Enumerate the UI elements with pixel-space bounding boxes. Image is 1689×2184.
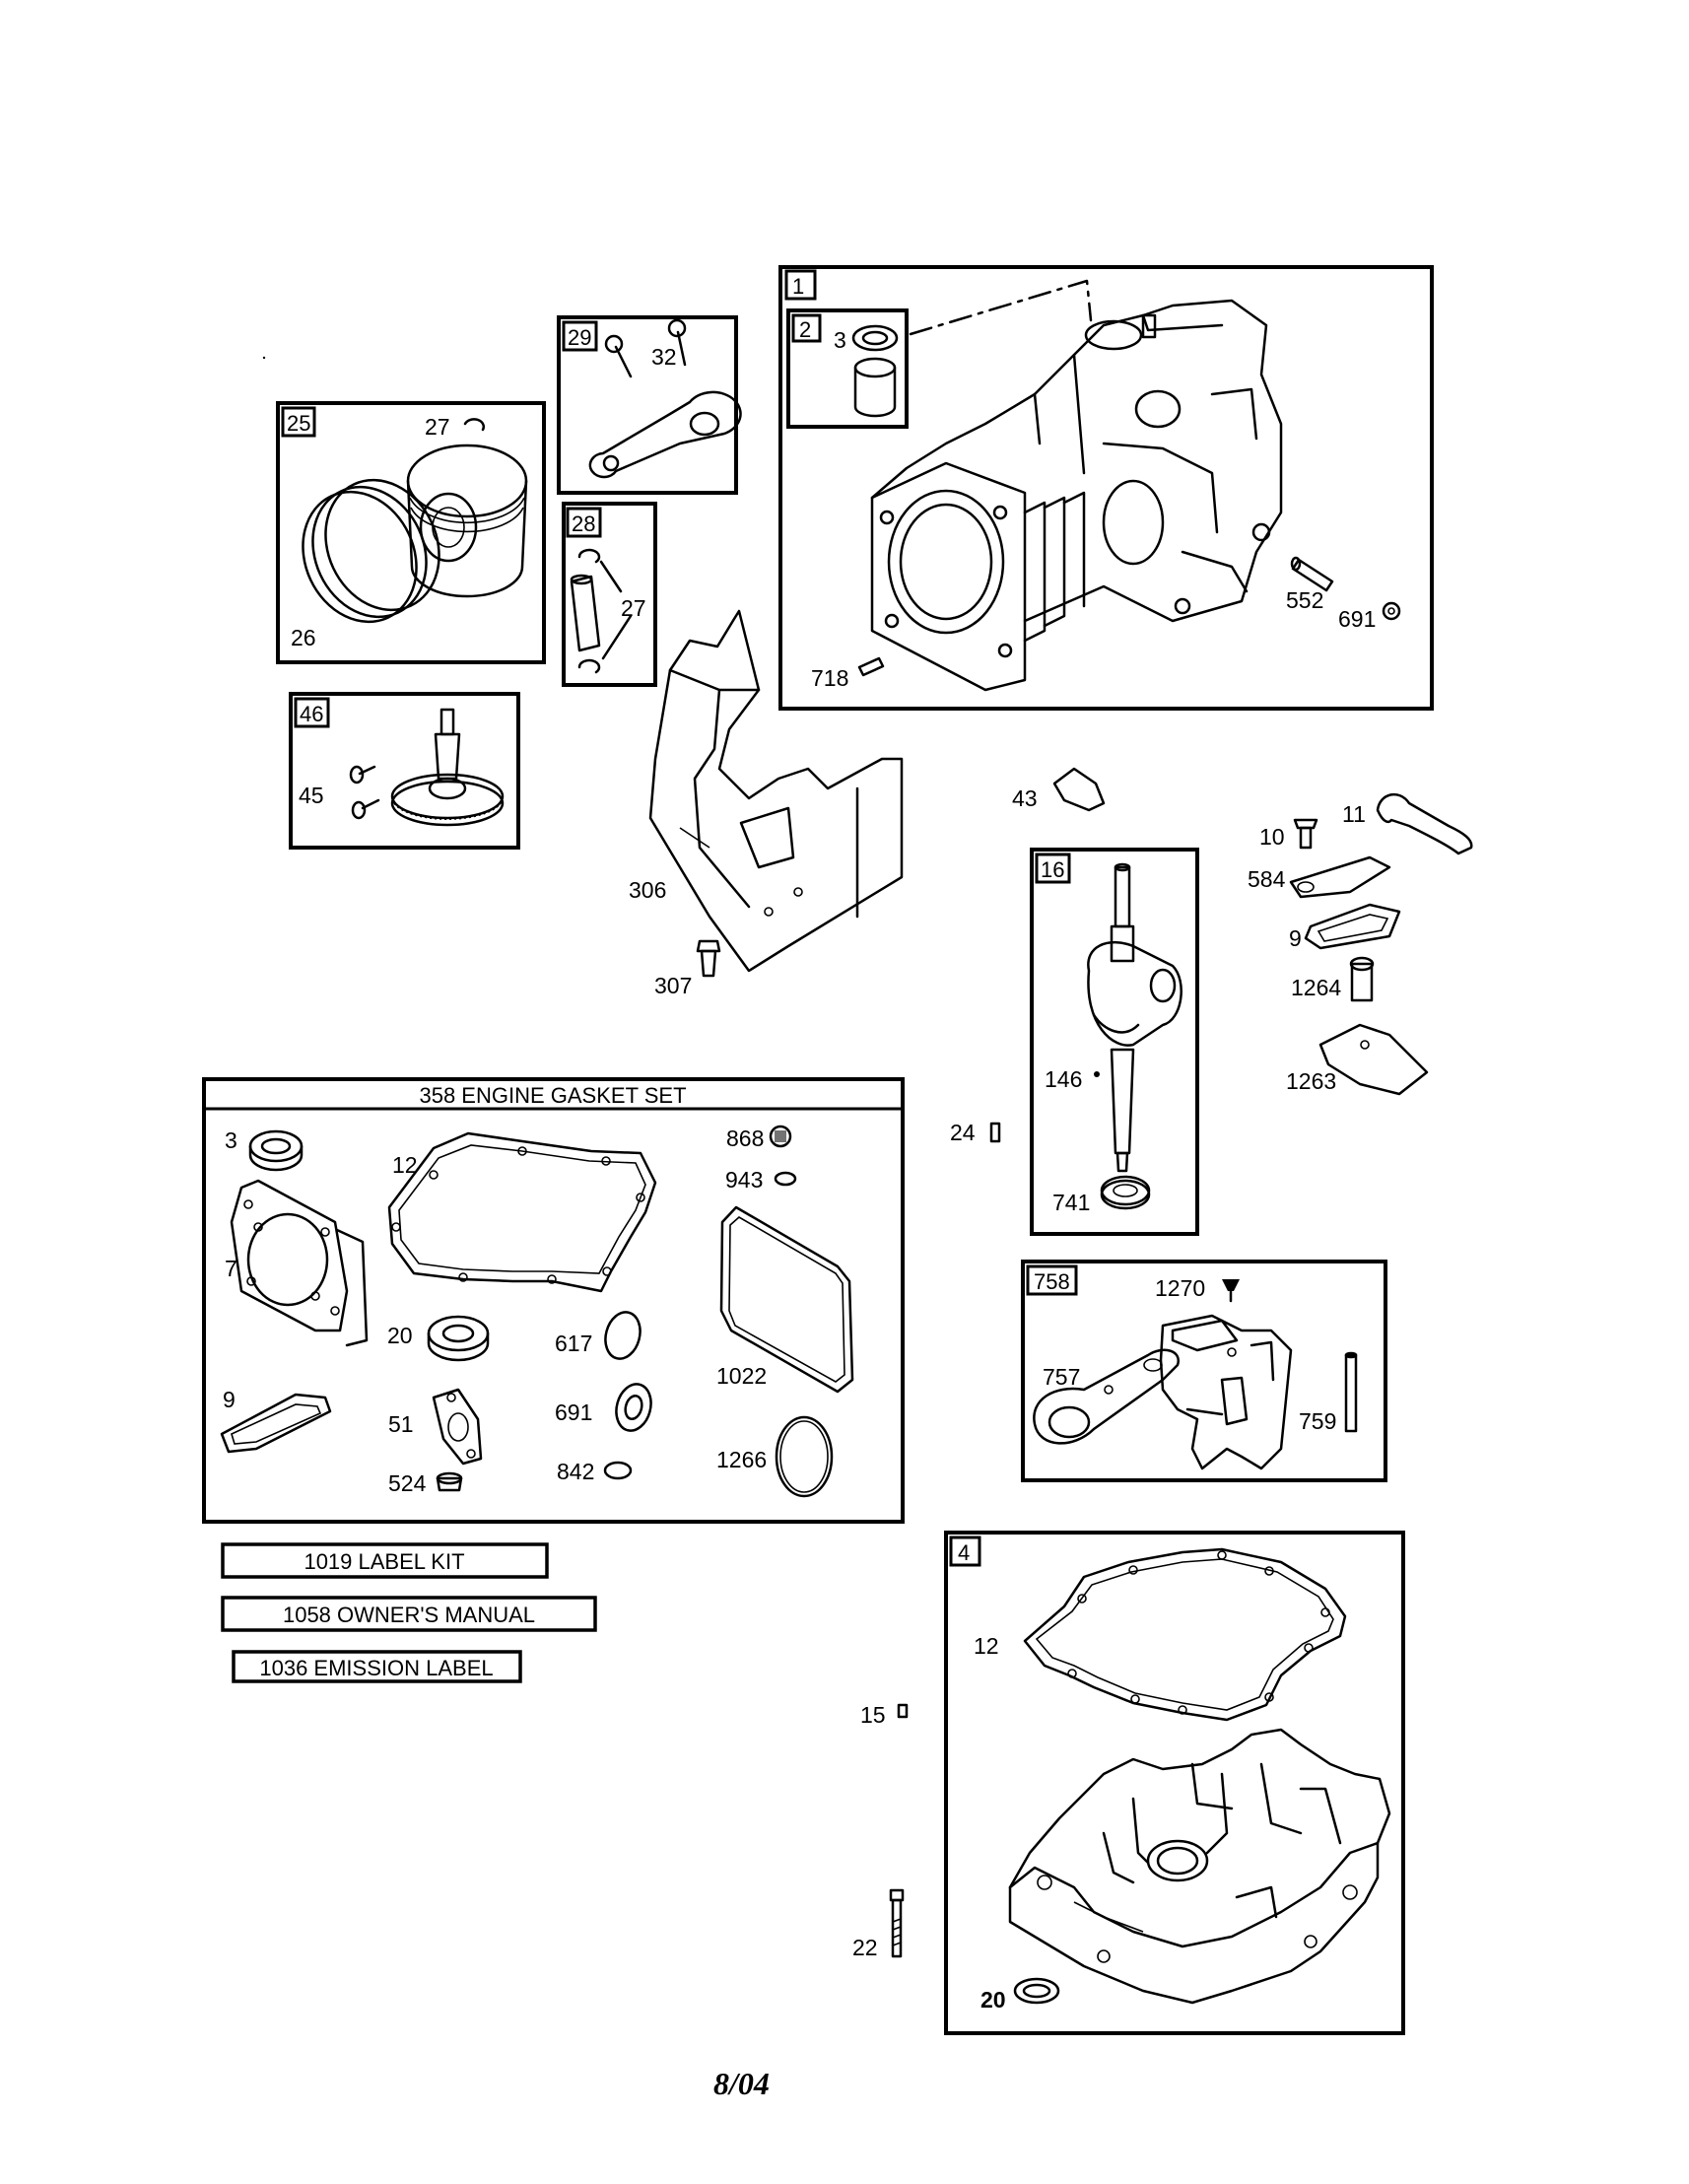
box-1-number: 1 [792,274,804,299]
emission-label-box: 1036 EMISSION LABEL [232,1650,522,1683]
label-307: 307 [654,973,692,998]
cylinder-block-drawing [870,299,1283,692]
connecting-rod-drawing [588,390,742,479]
label-10: 10 [1259,824,1285,850]
label-43: 43 [1012,785,1038,811]
label-1022: 1022 [716,1363,767,1389]
label-691-block: 691 [1338,606,1376,632]
label-306: 306 [629,877,666,903]
governor-housing-drawing [1159,1314,1293,1470]
label-27-clip: 27 [425,414,450,440]
label-15: 15 [860,1702,886,1728]
blower-housing-shroud [648,609,904,973]
crankcase-cover-drawing [1008,1728,1391,2005]
label-759: 759 [1299,1408,1336,1434]
owners-manual-box: 1058 OWNER'S MANUAL [221,1596,597,1632]
crankcase-cover-box: 4 12 [944,1531,1405,2035]
emission-label-text: 1036 EMISSION LABEL [259,1656,493,1680]
camshaft-drawing [390,708,505,827]
label-27-pin: 27 [621,595,646,621]
label-741: 741 [1052,1190,1090,1215]
label-1263: 1263 [1286,1068,1336,1094]
label-7: 7 [225,1256,237,1281]
owners-manual-text: 1058 OWNER'S MANUAL [283,1603,535,1627]
breather-parts: 10 11 584 9 1264 1263 [1248,792,1473,1096]
gasket-set-title: 358 ENGINE GASKET SET [419,1083,686,1108]
label-12-gasket-set: 12 [392,1152,418,1178]
label-718: 718 [811,665,848,691]
page-date: 8/04 [713,2066,770,2101]
label-584: 584 [1248,866,1286,892]
piston-drawing [406,444,528,598]
piston-rings-drawing [302,478,440,624]
label-146: 146 [1045,1066,1082,1092]
label-12-cover: 12 [974,1633,999,1659]
crankshaft-drawing [1087,862,1182,1173]
label-524: 524 [388,1470,427,1496]
label-51: 51 [388,1411,414,1437]
label-1264: 1264 [1291,975,1341,1000]
label-552: 552 [1286,587,1323,613]
label-26: 26 [291,625,316,650]
piston-assembly-box: 25 27 26 [276,401,546,664]
label-9-gasket-set: 9 [223,1387,236,1412]
label-3-seal: 3 [834,327,846,353]
plug-868 [769,1125,792,1148]
label-45: 45 [299,783,324,808]
box-29-number: 29 [568,325,591,350]
box-46-number: 46 [300,702,323,726]
label-20-cover: 20 [980,1987,1006,2013]
box-758-number: 758 [1034,1269,1070,1294]
label-1266: 1266 [716,1447,767,1472]
box-16-number: 16 [1041,857,1064,882]
box-4-number: 4 [958,1540,970,1565]
label-3-gasket-set: 3 [225,1127,237,1153]
box-2-number: 2 [799,317,811,342]
label-1270: 1270 [1155,1275,1205,1301]
box-25-number: 25 [287,411,310,436]
label-9-breather: 9 [1289,925,1302,951]
bolt-22 [889,1888,905,1958]
engine-gasket-set-box: 358 ENGINE GASKET SET 3 12 868 943 [202,1077,905,1524]
wrist-pin-box: 28 27 [562,502,657,687]
label-kit-text: 1019 LABEL KIT [304,1549,464,1574]
label-11: 11 [1342,801,1366,827]
crankcase-gasket-12 [1023,1547,1347,1722]
label-32: 32 [651,344,677,370]
label-24: 24 [950,1120,976,1145]
gear-741 [1100,1175,1151,1210]
label-691-gasket-set: 691 [555,1399,592,1425]
label-868: 868 [726,1126,764,1151]
crankshaft-box: 16 146 741 [1030,848,1199,1236]
camshaft-box: 46 45 [289,692,520,850]
label-943: 943 [725,1167,763,1193]
connecting-rod-box: 29 32 [557,315,742,495]
label-kit-box: 1019 LABEL KIT [221,1542,549,1579]
dowel-pin-552 [1290,556,1334,592]
head-gasket-7 [230,1179,369,1347]
label-757: 757 [1043,1364,1080,1390]
label-22: 22 [852,1935,878,1960]
label-617: 617 [555,1331,592,1356]
label-20-gasket-set: 20 [387,1323,413,1348]
governor-box: 758 1270 757 759 [1021,1260,1387,1482]
box-28-number: 28 [572,512,595,536]
cylinder-assembly-box: 1 2 3 [778,265,1434,711]
label-842: 842 [557,1459,594,1484]
governor-bracket-43 [1052,767,1106,812]
